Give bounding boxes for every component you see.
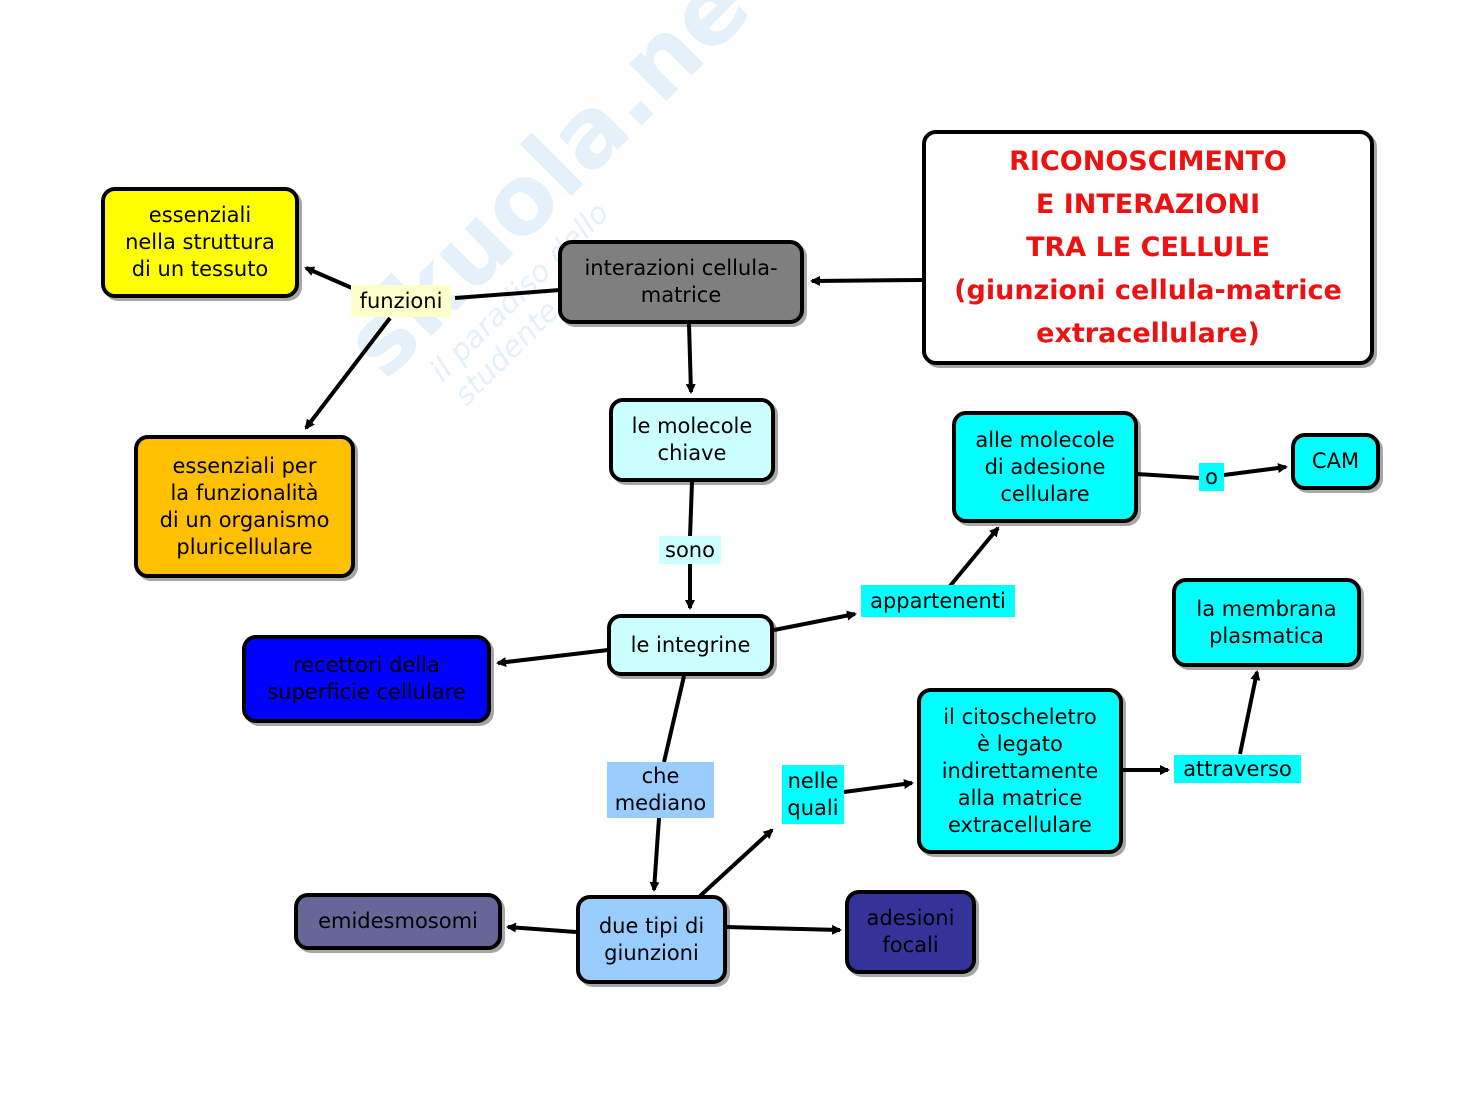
- node-citoscheletro: il citoscheletro è legato indirettamente…: [917, 688, 1123, 854]
- title-line-3: TRA LE CELLULE: [1026, 232, 1270, 263]
- arrow-funzioni-to-struttura: [304, 266, 353, 290]
- arrow-integrine-to-recettori: [496, 648, 609, 668]
- node-recettori-superficie-cellulare: recettori della superficie cellulare: [242, 635, 491, 723]
- arrow-appartenenti-to-adesione: [948, 526, 1000, 588]
- arrow-duetipi-to-nellequali: [698, 828, 774, 898]
- arrow-interazioni-to-molecole: [685, 323, 696, 394]
- node-interazioni-cellula-matrice: interazioni cellula- matrice: [558, 240, 804, 324]
- node-le-integrine: le integrine: [607, 614, 774, 676]
- title-line-5: extracellulare): [1036, 318, 1260, 349]
- node-adesioni-focali: adesioni focali: [845, 890, 976, 974]
- arrow-nellequali-to-citoscheletro: [843, 779, 914, 794]
- title-line-1: RICONOSCIMENTO: [1009, 146, 1287, 177]
- label-sono: sono: [659, 536, 721, 564]
- line-molecole-to-sono: [688, 481, 694, 538]
- label-funzioni: funzioni: [351, 285, 451, 317]
- line-interazioni-to-funzioni: [454, 288, 561, 300]
- label-o: o: [1199, 463, 1224, 491]
- node-cam: CAM: [1291, 433, 1380, 490]
- node-essenziali-struttura-tessuto: essenziali nella struttura di un tessuto: [101, 187, 299, 298]
- label-attraverso: attraverso: [1174, 755, 1301, 783]
- arrow-duetipi-to-emidesmosomi: [506, 922, 577, 934]
- node-essenziali-funzionalita-organismo: essenziali per la funzionalità di un org…: [134, 435, 355, 578]
- arrow-chemediano-to-duetipi: [649, 817, 661, 892]
- arrow-attraverso-to-membrana: [1238, 670, 1261, 755]
- arrow-funzioni-to-funzionalita: [304, 316, 392, 430]
- arrow-title-to-interazioni: [810, 275, 923, 286]
- node-membrana-plasmatica: la membrana plasmatica: [1172, 578, 1361, 667]
- line-integrine-to-chemediano: [662, 675, 686, 763]
- label-nelle-quali: nelle quali: [782, 765, 844, 824]
- node-le-molecole-chiave: le molecole chiave: [609, 398, 775, 482]
- node-emidesmosomi: emidesmosomi: [294, 893, 502, 950]
- title-line-4: (giunzioni cellula-matrice: [954, 275, 1342, 306]
- line-adesione-to-o: [1136, 472, 1201, 480]
- title-box: RICONOSCIMENTO E INTERAZIONI TRA LE CELL…: [922, 130, 1374, 365]
- node-molecole-adesione-cellulare: alle molecole di adesione cellulare: [952, 411, 1138, 523]
- arrow-o-to-cam: [1223, 463, 1288, 477]
- title-line-2: E INTERAZIONI: [1035, 189, 1261, 220]
- label-appartenenti: appartenenti: [861, 585, 1015, 617]
- node-due-tipi-giunzioni: due tipi di giunzioni: [576, 895, 727, 984]
- arrow-duetipi-to-adesionifocali: [725, 924, 842, 935]
- arrow-integrine-to-appartenenti: [773, 610, 857, 632]
- label-che-mediano: che mediano: [607, 762, 714, 818]
